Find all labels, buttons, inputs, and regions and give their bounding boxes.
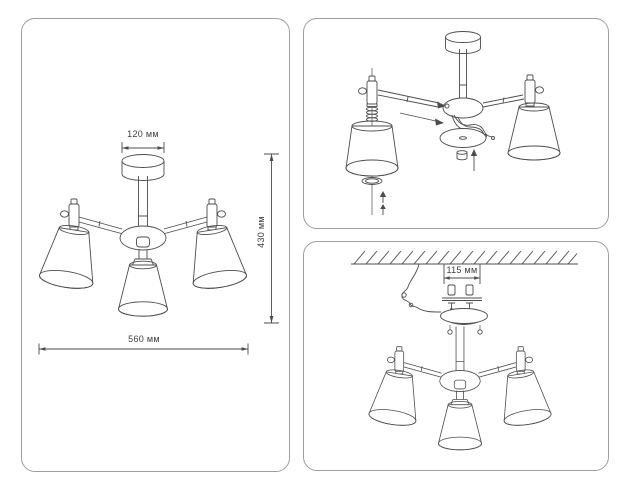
mounting-hardware (442, 284, 482, 314)
central-hub (442, 97, 484, 119)
dimension-label-mounting-holes: 115 мм (444, 265, 480, 275)
panel-assembly-view (303, 18, 609, 229)
assembly-view-drawing (345, 31, 561, 215)
canopy-and-rod (445, 31, 481, 98)
panel-front-view: 120 мм 430 мм 560 мм (21, 18, 290, 472)
dimension-width (38, 343, 249, 355)
dowel-left (447, 284, 456, 296)
front-view-drawing (22, 142, 279, 355)
power-wire (401, 263, 442, 313)
chandelier (38, 176, 247, 316)
fastening-nut (456, 150, 468, 161)
dimension-label-width: 560 мм (128, 334, 160, 344)
left-arm-detached (345, 68, 446, 215)
dimension-label-height: 430 мм (256, 216, 266, 248)
dimension-mounting-holes (443, 264, 481, 284)
chandelier (368, 326, 552, 449)
mounted-canopy (440, 308, 488, 335)
ceiling-hatch (351, 250, 578, 265)
mounting-bar (442, 297, 482, 301)
panel-installation-view: 115 мм (303, 241, 609, 471)
canopy (121, 154, 165, 181)
dimension-height (264, 153, 279, 324)
right-arm-assembled (482, 74, 561, 161)
dowel-right (465, 284, 474, 296)
threaded-socket (366, 103, 378, 122)
detached-lamp-shade (345, 120, 399, 177)
bottom-cover-disc (439, 128, 487, 148)
dimension-label-canopy-width: 120 мм (125, 129, 161, 139)
shade-ring (361, 177, 383, 185)
nut-direction-arrow (470, 149, 478, 171)
installation-view-drawing (351, 250, 578, 470)
dimension-canopy-width (121, 142, 165, 153)
assembly-direction-arrows (379, 191, 387, 215)
